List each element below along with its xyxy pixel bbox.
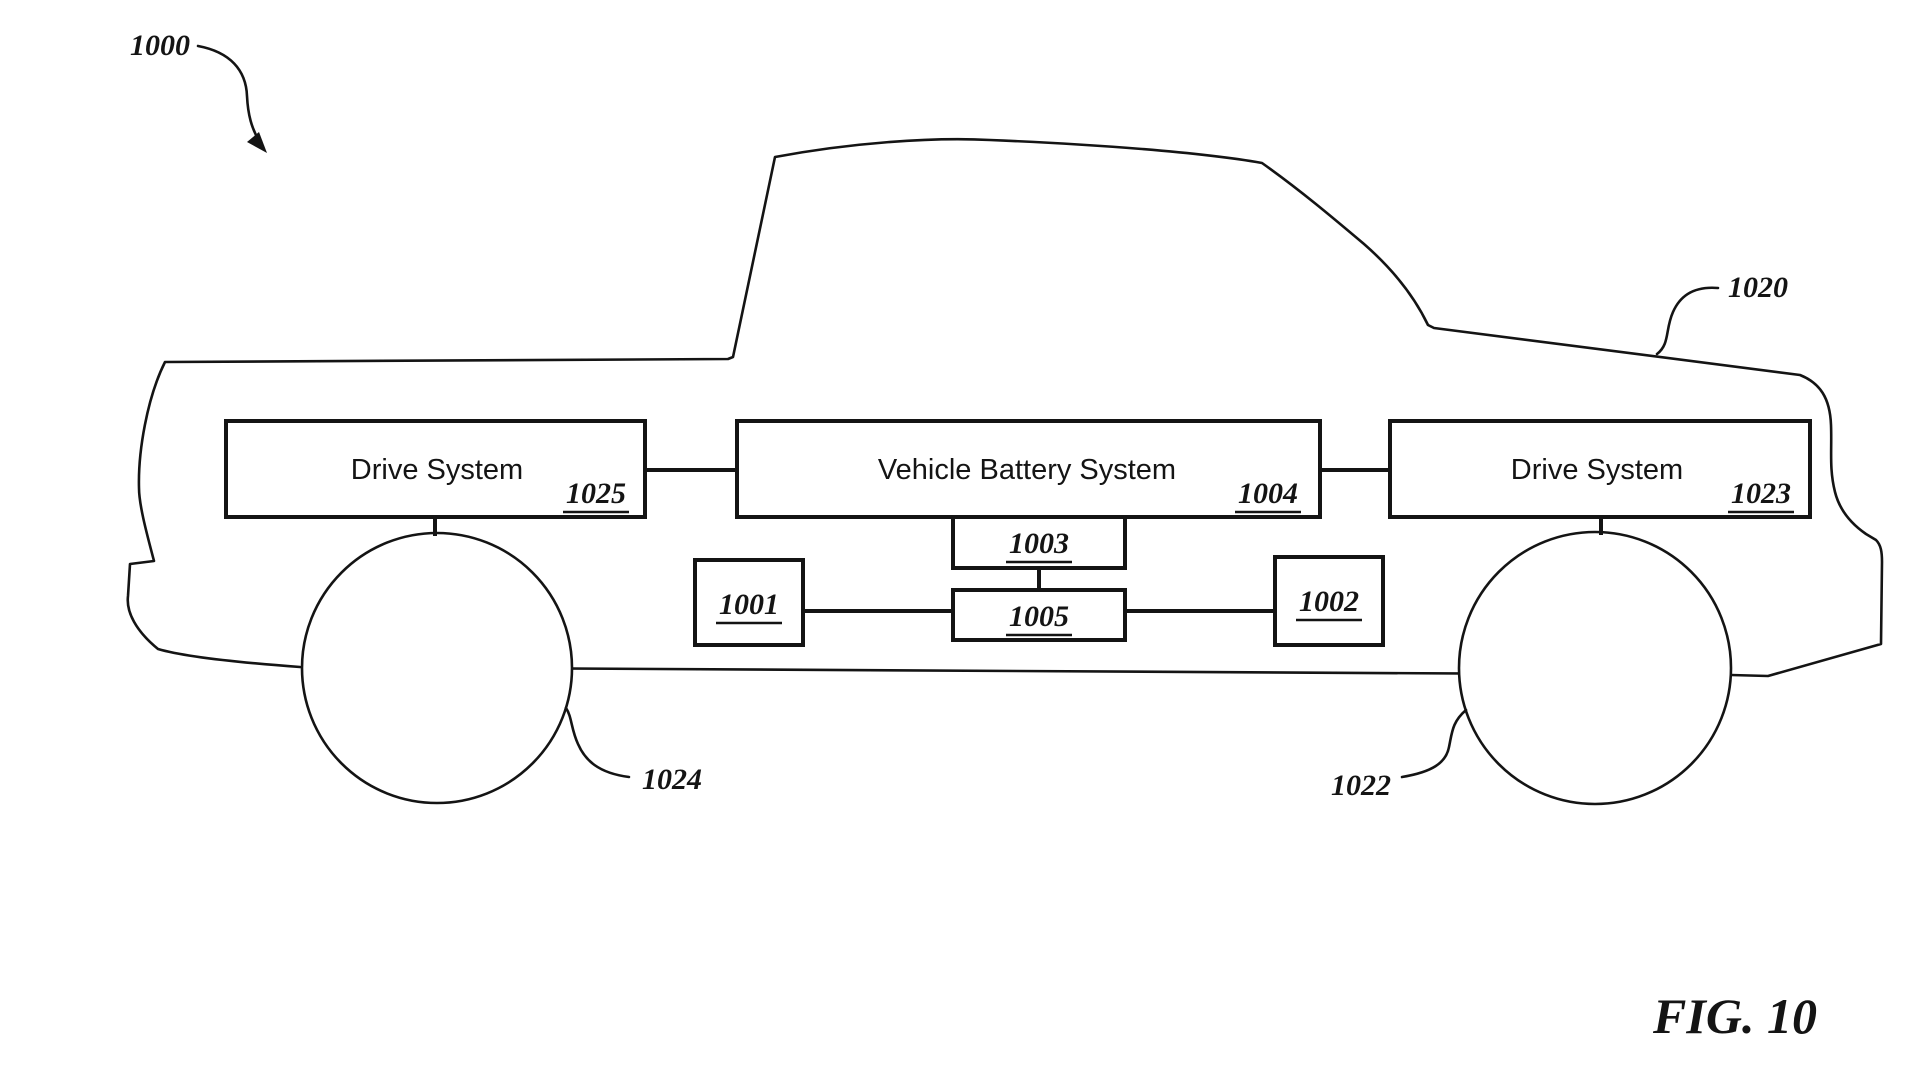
ref-1024: 1024 (642, 763, 702, 796)
leader-line-1024 (564, 706, 631, 779)
ref-1004: 1004 (1238, 477, 1298, 510)
component-1003-box (951, 515, 1127, 570)
ref-1020: 1020 (1728, 271, 1788, 304)
leader-line-1022 (1400, 708, 1468, 779)
component-1002-box (1273, 555, 1385, 647)
battery-system-label: Vehicle Battery System (878, 454, 1176, 486)
front-drive-system-box (224, 419, 647, 519)
ref-1001: 1001 (719, 588, 779, 621)
front-drive-system-label: Drive System (351, 454, 523, 486)
leader-line-1000 (196, 44, 260, 141)
ref-1025: 1025 (566, 477, 626, 510)
ref-1022: 1022 (1331, 769, 1391, 802)
ref-1003: 1003 (1009, 527, 1069, 560)
vehicle-body-outline (126, 137, 1884, 678)
rear-drive-system-box (1388, 419, 1812, 519)
arrowhead-1000-icon (247, 132, 267, 153)
ref-1002: 1002 (1299, 585, 1359, 618)
leader-line-1020 (1655, 286, 1720, 356)
component-1001-box (693, 558, 805, 647)
ref-1023: 1023 (1731, 477, 1791, 510)
figure-caption: FIG. 10 (1652, 988, 1817, 1044)
ref-1000: 1000 (130, 29, 190, 62)
ref-1005: 1005 (1009, 600, 1069, 633)
front-wheel (300, 531, 574, 805)
rear-wheel (1457, 530, 1733, 806)
component-1005-box (951, 588, 1127, 642)
rear-drive-system-label: Drive System (1511, 454, 1683, 486)
